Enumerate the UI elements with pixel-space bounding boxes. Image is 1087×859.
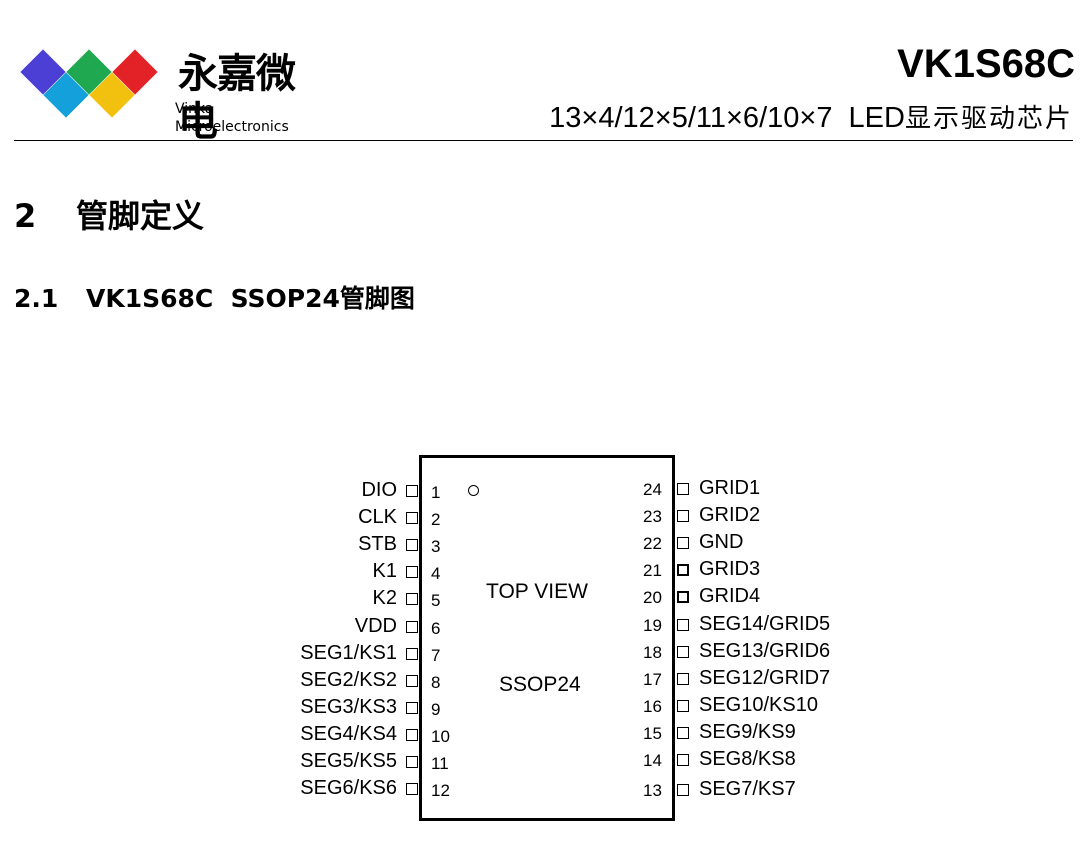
pin-pad-left xyxy=(406,701,418,714)
pin-number: 22 xyxy=(643,534,662,554)
subsection-heading: 2.1 VK1S68C SSOP24管脚图 xyxy=(14,282,415,316)
pin-name: K1 xyxy=(372,560,397,583)
pin-pad-left xyxy=(406,756,418,768)
pin-number: 5 xyxy=(431,591,441,611)
document-title: VK1S68C xyxy=(897,42,1075,86)
pin-name: GRID3 xyxy=(699,558,761,581)
pin1-marker-icon xyxy=(468,485,479,496)
section-title: 管脚定义 xyxy=(76,197,205,235)
pin-pad-left xyxy=(406,783,418,796)
pin-name: SEG7/KS7 xyxy=(699,778,796,801)
pin-number: 15 xyxy=(643,723,662,743)
pin-name: SEG8/KS8 xyxy=(699,748,796,770)
pin-number: 21 xyxy=(643,561,662,581)
pin-pad-left xyxy=(406,539,418,552)
header-divider xyxy=(14,140,1073,141)
document-subtitle: 13×4/12×5/11×6/10×7 LED显示驱动芯片 xyxy=(549,100,1073,137)
pin-number: 2 xyxy=(431,510,441,530)
pin-name: K2 xyxy=(372,587,397,610)
pin-name: SEG12/GRID7 xyxy=(699,666,831,689)
pin-number: 17 xyxy=(643,669,662,689)
pin-number: 24 xyxy=(643,480,662,499)
pin-name: SEG1/KS1 xyxy=(300,641,397,664)
pin-number: 11 xyxy=(431,754,449,773)
pin-number: 7 xyxy=(431,645,441,665)
pin-name: GRID1 xyxy=(699,477,761,499)
pin-name: SEG5/KS5 xyxy=(300,750,397,772)
pin-pad-left xyxy=(406,485,418,497)
pin-number: 1 xyxy=(431,483,441,502)
pin-name: SEG4/KS4 xyxy=(300,722,397,745)
subtitle-latin: 13×4/12×5/11×6/10×7 LED xyxy=(549,102,905,134)
pin-pad-left xyxy=(406,620,418,633)
subsection-title: VK1S68C SSOP24管脚图 xyxy=(86,284,415,313)
pin-number: 3 xyxy=(431,537,441,557)
pin-number: 19 xyxy=(643,615,662,635)
pin-name: CLK xyxy=(358,506,397,529)
top-view-label: TOP VIEW xyxy=(486,580,588,603)
pin-pad-right xyxy=(677,564,689,577)
pin-pad-right xyxy=(677,672,689,685)
pin-pad-left xyxy=(406,647,418,660)
subsection-number: 2.1 xyxy=(14,284,59,313)
pin-name: GRID4 xyxy=(699,585,761,608)
pin-name: GND xyxy=(699,531,744,554)
pin-name: SEG10/KS10 xyxy=(699,693,818,716)
pin-pad-right xyxy=(677,645,689,658)
pin-pad-right xyxy=(677,537,689,550)
pin-name: SEG13/GRID6 xyxy=(699,639,831,662)
company-logo: 永嘉微电 Vinka Microelectronics xyxy=(18,44,328,145)
pin-number: 16 xyxy=(643,696,662,716)
pin-number: 14 xyxy=(643,751,662,770)
pin-name: SEG2/KS2 xyxy=(300,668,397,691)
chip-body xyxy=(419,455,675,821)
pin-pad-right xyxy=(677,591,689,604)
pin-number: 13 xyxy=(643,781,662,801)
pin-number: 18 xyxy=(643,642,662,662)
pin-name: SEG3/KS3 xyxy=(300,695,397,718)
pin-pad-right xyxy=(677,699,689,712)
pin-number: 12 xyxy=(431,781,450,801)
pin-pad-left xyxy=(406,512,418,525)
pin-name: SEG6/KS6 xyxy=(300,777,397,800)
pin-pad-left xyxy=(406,566,418,579)
pin-name: STB xyxy=(358,533,397,556)
pin-pad-right xyxy=(677,510,689,523)
pin-number: 6 xyxy=(431,618,441,638)
pin-number: 10 xyxy=(431,726,450,746)
pin-pad-right xyxy=(677,618,689,631)
package-label: SSOP24 xyxy=(499,673,581,696)
pin-name: SEG14/GRID5 xyxy=(699,612,831,635)
section-heading: 2 管脚定义 xyxy=(14,194,204,238)
subtitle-cn: 显示驱动芯片 xyxy=(904,104,1073,134)
pin-number: 4 xyxy=(431,564,441,584)
pin-pad-right xyxy=(677,754,689,766)
pin-number: 20 xyxy=(643,588,662,608)
pin-pad-left xyxy=(406,593,418,606)
logo-en-name: Vinka Microelectronics xyxy=(175,101,289,135)
pin-pad-left xyxy=(406,728,418,741)
pin-pad-left xyxy=(406,674,418,687)
pin-name: SEG9/KS9 xyxy=(699,720,796,743)
pin-number: 23 xyxy=(643,507,662,527)
pin-name: VDD xyxy=(354,614,397,637)
pin-pad-right xyxy=(677,726,689,739)
pin-number: 8 xyxy=(431,672,441,692)
pin-name: DIO xyxy=(361,479,397,501)
section-number: 2 xyxy=(14,197,37,235)
pin-pad-right xyxy=(677,784,689,797)
pin-name: GRID2 xyxy=(699,504,761,527)
pin-number: 9 xyxy=(431,699,441,719)
pin-pad-right xyxy=(677,483,689,495)
logo-cn-name: 永嘉微电 xyxy=(178,51,296,145)
